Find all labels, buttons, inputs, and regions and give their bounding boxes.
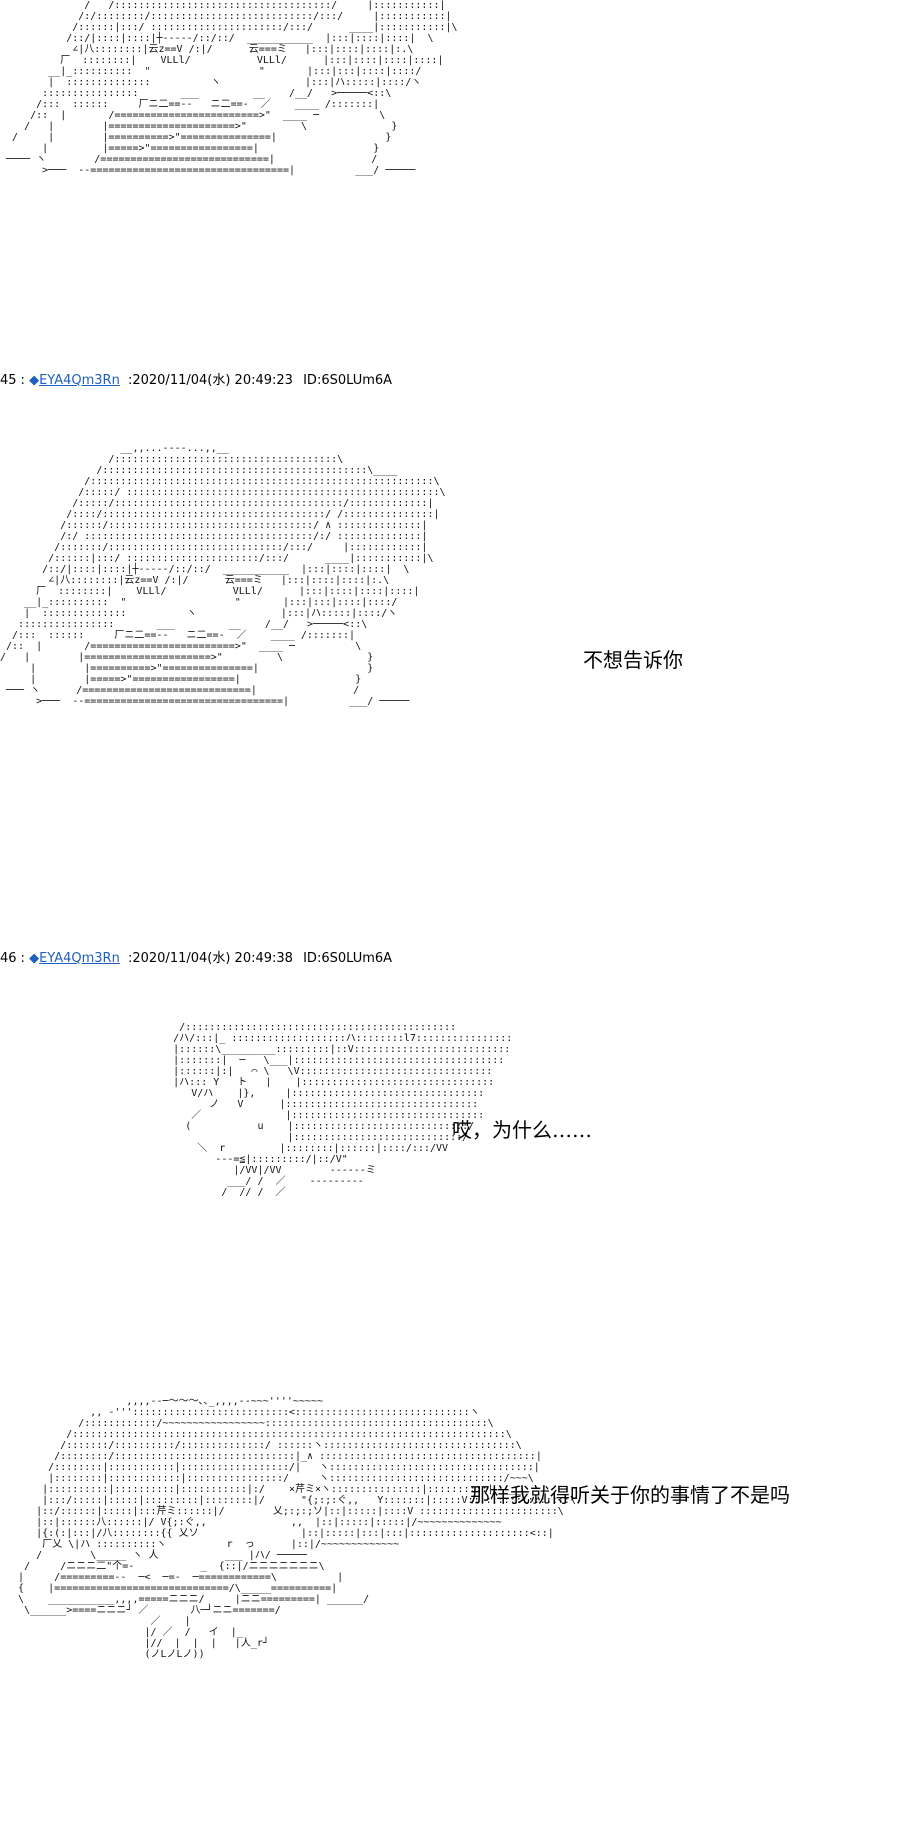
trip-diamond-icon: ◆ [29, 951, 40, 966]
post-date: :2020/11/04(水) 20:49:23 [127, 373, 293, 388]
post-number: 45 [0, 373, 17, 388]
post-separator: : [20, 951, 25, 966]
dialogue-line-1: 不想告诉你 [583, 648, 683, 672]
ascii-art-4: ,,,,--─～～～､､_,,,,--~~~''''~~~~~ ,, -''':… [18, 1396, 576, 1660]
post-header-45: 45: ◆EYA4Qm3Rn :2020/11/04(水) 20:49:23 I… [0, 373, 392, 389]
post-id: ID:6S0LUm6A [303, 951, 393, 966]
post-id: ID:6S0LUm6A [303, 373, 393, 388]
trip-diamond-icon: ◆ [29, 373, 40, 388]
post-header-46: 46: ◆EYA4Qm3Rn :2020/11/04(水) 20:49:38 I… [0, 951, 392, 967]
ascii-art-3: /:::::::::::::::::::::::::::::::::::::::… [173, 1022, 513, 1198]
ascii-art-2: __,,...----...,,__ /::::::::::::::::::::… [0, 443, 446, 707]
ascii-art-1: / /::::::::::::::::::::::::::::::::::::/… [6, 0, 458, 176]
dialogue-line-2: 哎，为什么…… [452, 1118, 592, 1142]
post-date: :2020/11/04(水) 20:49:38 [127, 951, 293, 966]
post-number: 46 [0, 951, 17, 966]
trip-link[interactable]: EYA4Qm3Rn [39, 373, 120, 388]
post-separator: : [20, 373, 25, 388]
dialogue-line-3: 那样我就得听关于你的事情了不是吗 [470, 1483, 790, 1507]
trip-link[interactable]: EYA4Qm3Rn [39, 951, 120, 966]
